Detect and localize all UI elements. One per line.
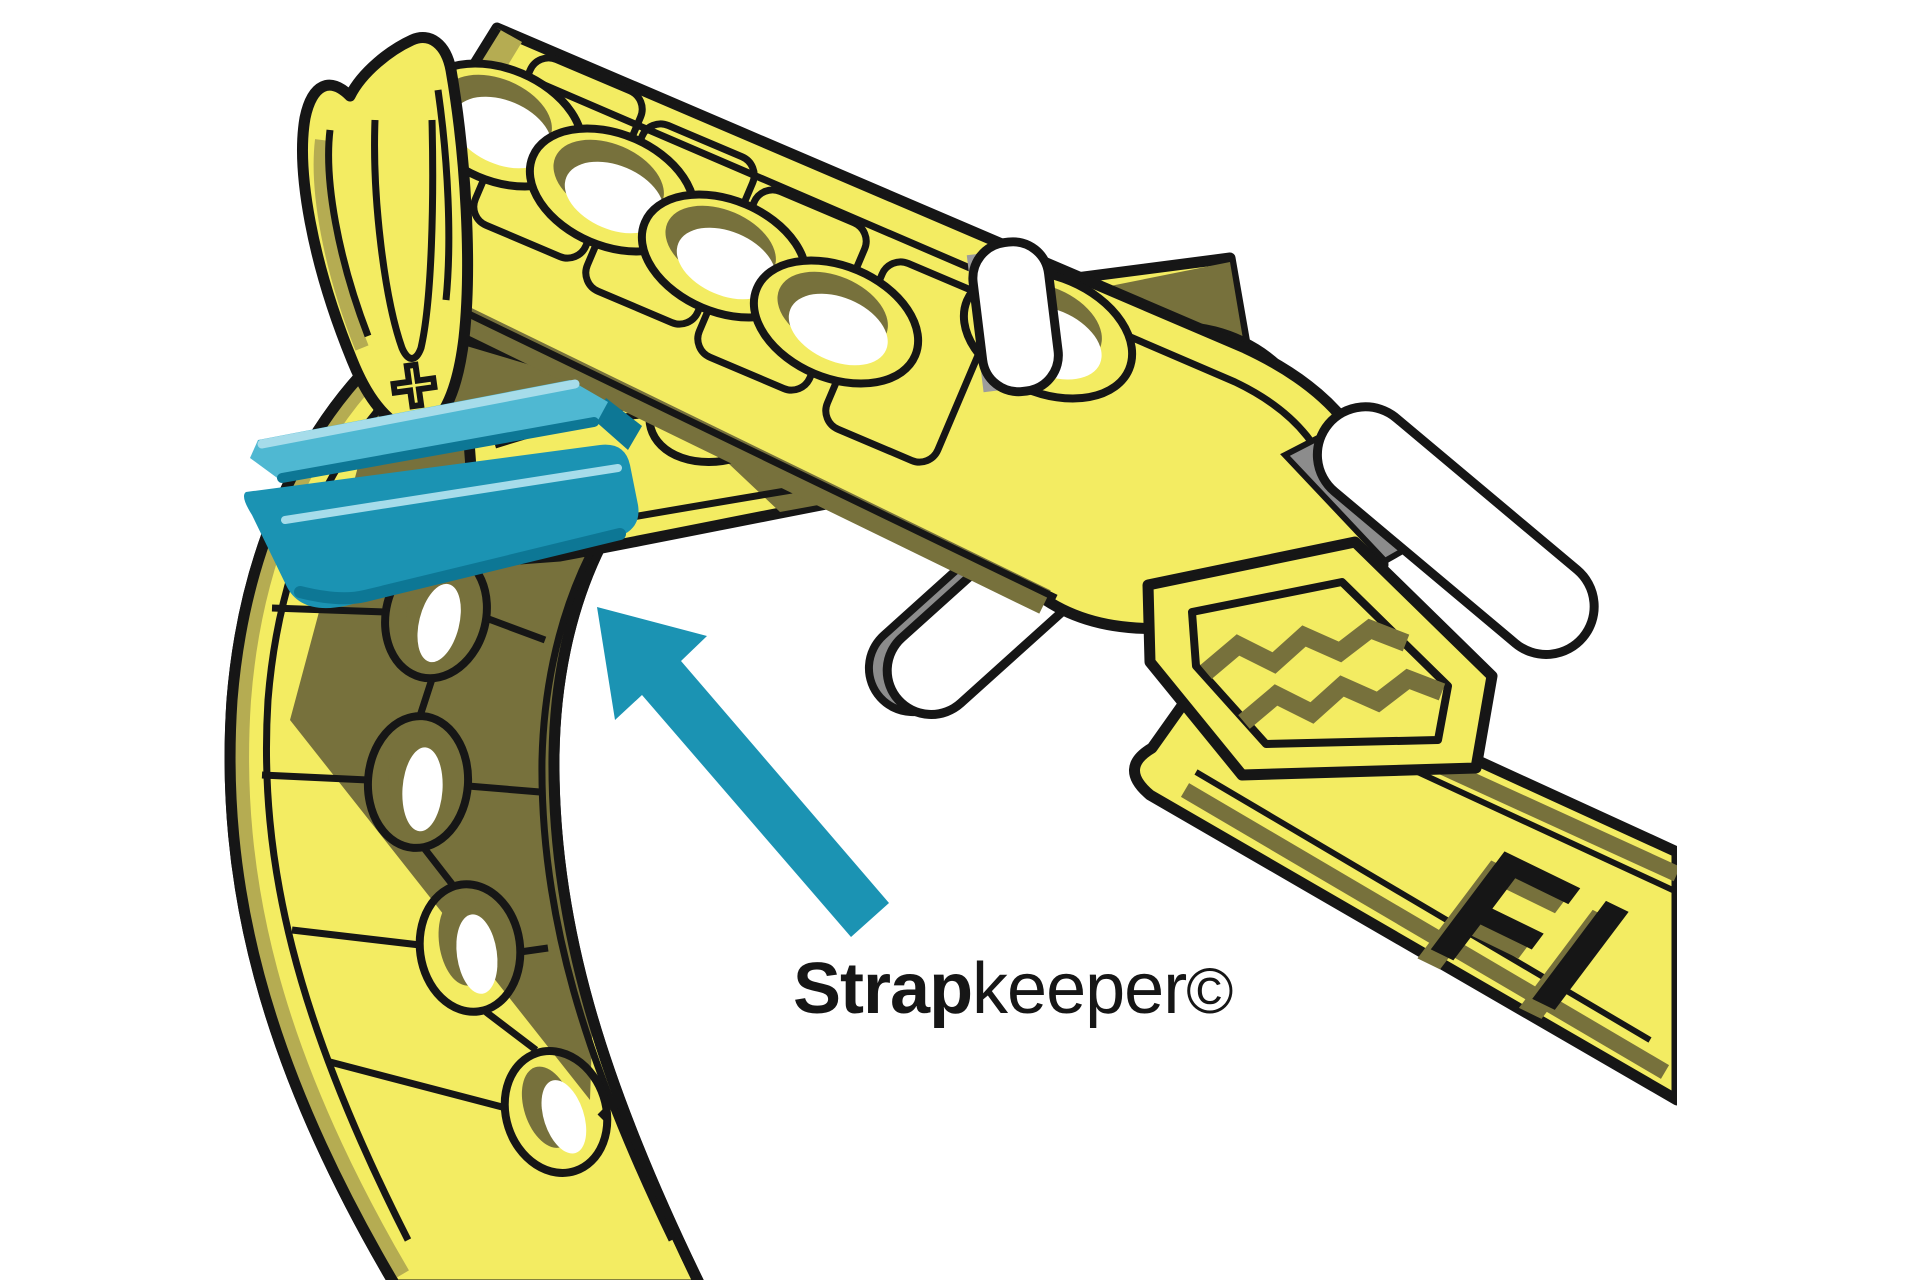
buckle-lever xyxy=(1312,402,1599,659)
clip-inner-lip xyxy=(277,417,599,483)
lower-band-holes xyxy=(363,547,612,1177)
annotation-arrow xyxy=(597,607,889,937)
caption-bold: Strap xyxy=(793,949,972,1029)
lower-band-outline xyxy=(224,319,724,1280)
tip-grooves xyxy=(325,89,453,362)
copyright-symbol: © xyxy=(1186,955,1233,1027)
buckle-logo-patch xyxy=(1142,536,1498,781)
buckle-pin xyxy=(966,237,1063,397)
top-plate-bottom-shade xyxy=(362,260,1051,614)
top-plate-rail-bottom xyxy=(413,284,1058,602)
tail-edge-shade-bottom xyxy=(1180,783,1670,1079)
clip-top-highlight xyxy=(257,379,580,449)
caption-label: Strapkeeper© xyxy=(793,949,1233,1029)
lower-band-rungs xyxy=(261,604,609,1121)
clip-back-sliver xyxy=(594,398,642,450)
zigzag-emboss xyxy=(1200,618,1446,729)
tail-edge-line-bottom xyxy=(1194,769,1652,1043)
clip-front-face xyxy=(244,444,639,609)
tip-shade xyxy=(313,139,369,351)
clip-top-face xyxy=(250,380,608,480)
clip-front-highlight xyxy=(281,464,622,524)
patch-border xyxy=(1188,578,1452,748)
clip-bottom-shade xyxy=(294,528,626,605)
pin-body xyxy=(968,237,1063,397)
strapkeeper-clip xyxy=(244,379,642,609)
lever-body xyxy=(1312,402,1599,659)
caption-regular: keeper xyxy=(972,949,1186,1029)
strap-top-plate xyxy=(346,22,1389,635)
